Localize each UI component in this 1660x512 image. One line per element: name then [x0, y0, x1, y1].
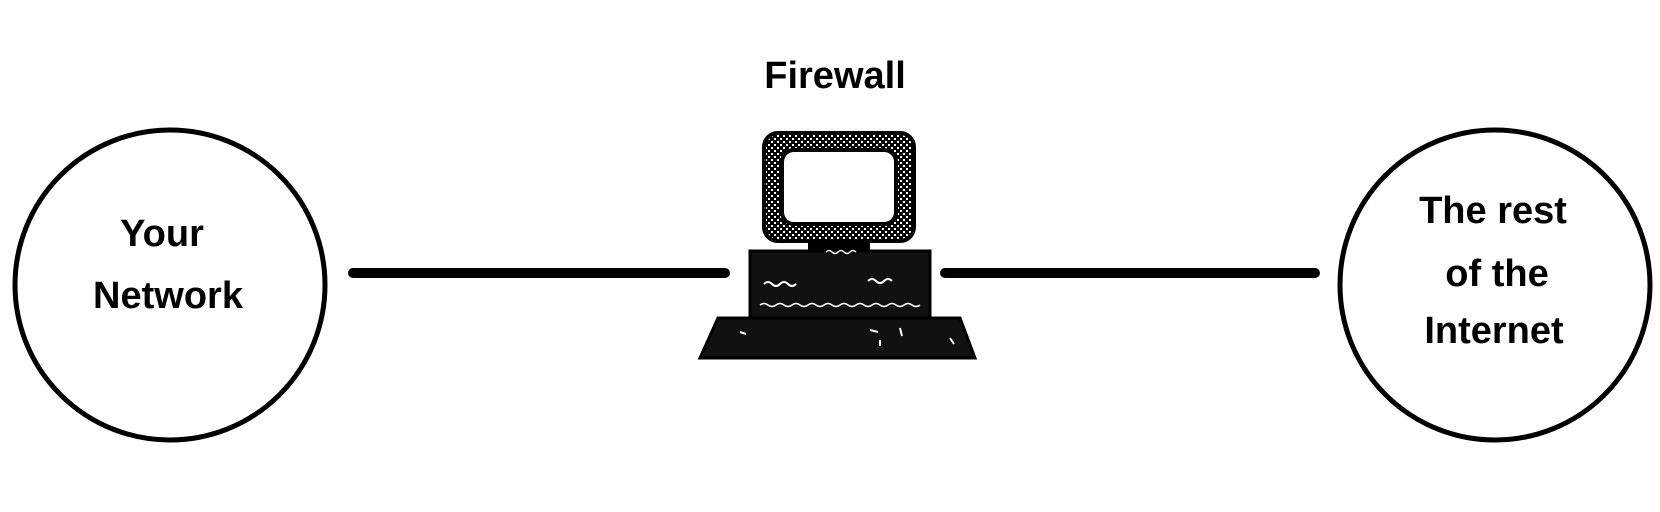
monitor-screen [780, 148, 898, 226]
desktop-computer-icon [697, 131, 978, 360]
internet-node: The rest of the Internet [1337, 127, 1653, 443]
keyboard [697, 316, 978, 360]
your-network-label-line1: Your [120, 213, 204, 255]
firewall-label: Firewall [764, 55, 906, 97]
internet-label-line1: The rest [1419, 190, 1567, 232]
monitor-neck [808, 241, 870, 251]
cpu-trim [759, 302, 921, 308]
internet-circle [1337, 127, 1653, 443]
monitor-base-trim [825, 249, 857, 255]
your-network-label-line2: Network [93, 275, 244, 317]
your-network-node: Your Network [12, 127, 328, 443]
internet-label-line3: Internet [1424, 310, 1564, 352]
internet-label-line2: of the [1445, 253, 1548, 295]
keyboard-keys [739, 327, 955, 346]
drive-slot-1 [763, 281, 797, 287]
your-network-circle [12, 127, 328, 443]
drive-slot-2 [867, 278, 893, 284]
